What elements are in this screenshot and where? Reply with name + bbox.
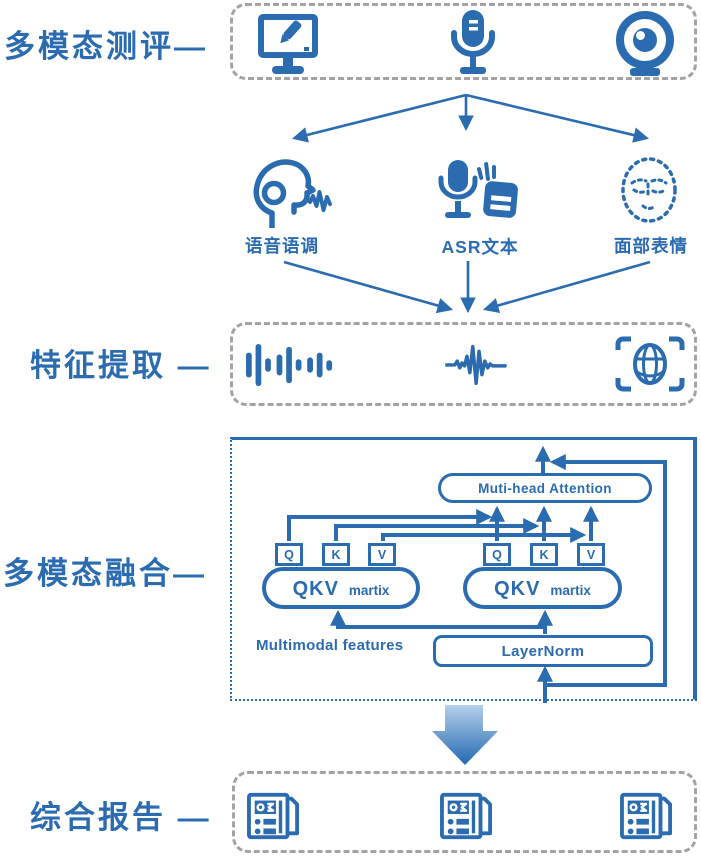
qkv-slot-k-right: K <box>530 543 558 566</box>
webcam-icon <box>613 11 677 77</box>
multimodal-features-caption: Multimodal features <box>256 637 404 654</box>
modality-label-voice: 语音语调 <box>245 236 319 256</box>
qkv-matrix-left-block: QKV martix <box>262 567 420 609</box>
modality-label-face: 面部表情 <box>614 236 688 256</box>
arrow-converge-left <box>283 260 454 314</box>
qkv-slot-q-right: Q <box>483 543 511 566</box>
face-scan-icon <box>615 336 685 392</box>
multi-head-attention-block: Muti-head Attention <box>438 473 652 503</box>
qkv-slot-k-left: K <box>322 543 350 566</box>
arrow-fork-right <box>465 93 650 143</box>
big-down-arrow <box>432 705 498 765</box>
waveform-icon <box>445 334 515 392</box>
qkv-slot-v-right: V <box>577 543 605 566</box>
qkv-matrix-right-block: QKV martix <box>463 567 622 609</box>
stage-label-assessment: 多模态测评— <box>4 29 208 64</box>
report-box <box>232 771 697 853</box>
assessment-box <box>230 3 697 80</box>
qkv-subtitle: martix <box>348 583 390 598</box>
monitor-pencil-icon <box>257 12 319 76</box>
stage-label-report: 综合报告 — <box>30 800 212 835</box>
qkv-title: QKV <box>494 578 541 600</box>
face-outline-icon <box>617 156 681 224</box>
qkv-slot-v-left: V <box>368 543 396 566</box>
microphone-icon <box>450 9 496 77</box>
qkv-title: QKV <box>292 578 339 600</box>
feature-extraction-box <box>230 322 697 406</box>
fusion-box <box>230 437 697 701</box>
report-icon <box>620 789 674 841</box>
audio-bars-icon <box>246 342 334 388</box>
speaking-head-icon <box>250 156 334 228</box>
stage-label-fusion: 多模态融合— <box>3 556 207 591</box>
report-icon <box>440 789 494 841</box>
report-icon <box>247 789 301 841</box>
arrow-converge-right <box>483 260 651 314</box>
qkv-subtitle: martix <box>550 583 591 598</box>
qkv-slot-q-left: Q <box>275 543 303 566</box>
layernorm-block: LayerNorm <box>433 635 653 667</box>
modality-label-asr: ASR文本 <box>441 237 519 257</box>
mic-transcript-icon <box>438 158 522 224</box>
arrow-fork-left <box>291 93 467 143</box>
stage-label-feature-extraction: 特征提取 — <box>30 348 212 383</box>
